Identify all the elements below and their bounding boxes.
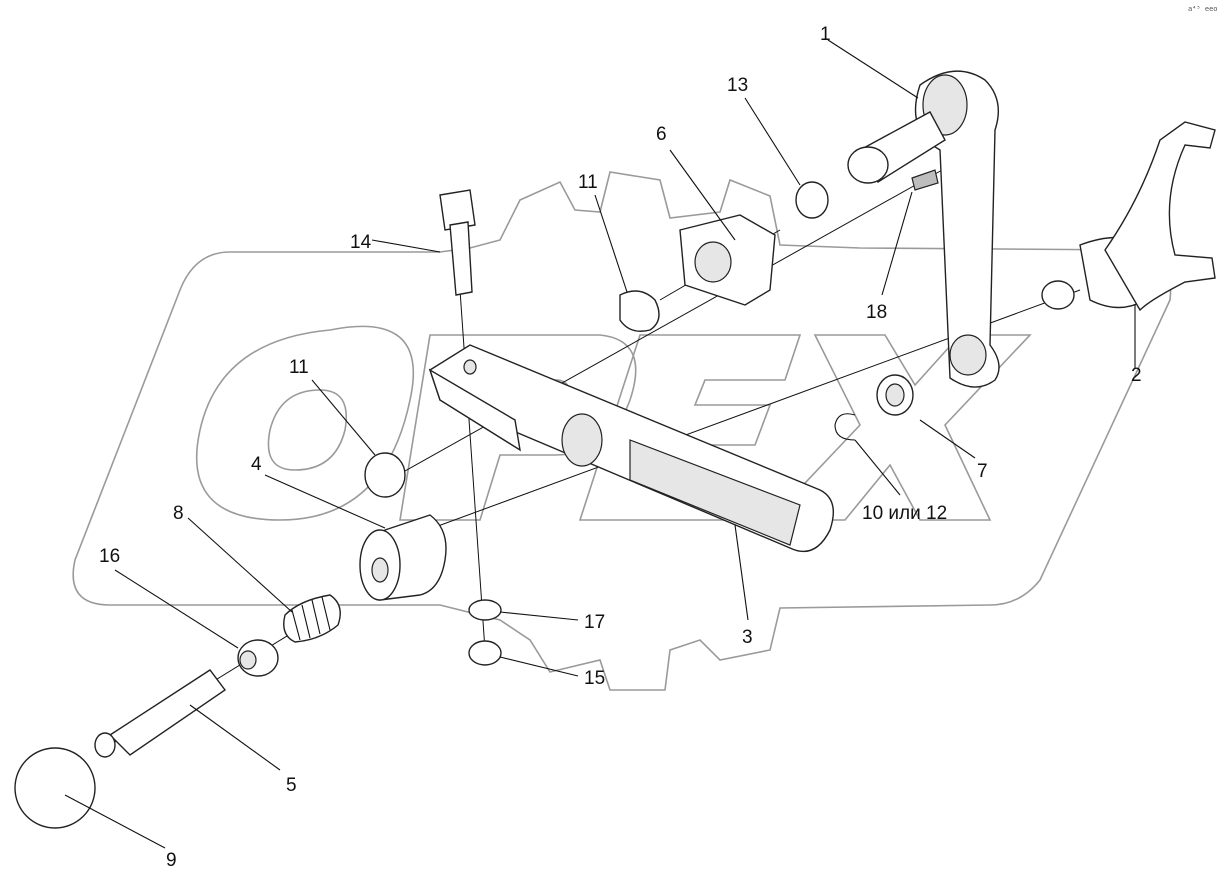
part-3-bar (428, 344, 834, 553)
callout-7: 7 (977, 461, 988, 482)
watermark-frame (72, 171, 1172, 691)
callout-2: 2 (1131, 365, 1142, 386)
part-11-ring-lower (364, 452, 406, 498)
part-1-lever (847, 70, 1000, 388)
callout-5: 5 (286, 775, 297, 796)
leader-lines (64, 39, 1136, 849)
callout-4: 4 (251, 454, 262, 475)
callout-labels: 1 2 3 4 5 6 7 8 9 10 или 12 11 11 13 14 … (99, 5, 1218, 871)
callout-14: 14 (350, 232, 372, 253)
callout-16: 16 (99, 546, 120, 567)
callout-15: 15 (584, 668, 605, 689)
part-15-nut (468, 640, 502, 666)
callout-6: 6 (656, 124, 667, 145)
part-16-nut-hole (239, 650, 257, 670)
callout-11-lower: 11 (289, 357, 309, 378)
callout-13: 13 (727, 75, 748, 96)
corner-mark: a⁴⁵ eeo (1188, 5, 1218, 13)
part-13-washer (795, 181, 829, 219)
callout-8: 8 (173, 503, 184, 524)
callout-18: 18 (866, 302, 887, 323)
part-10-circlip (834, 413, 856, 441)
callout-9: 9 (166, 850, 177, 871)
part-9-ball (14, 747, 96, 829)
part-5-rod (94, 669, 226, 758)
watermark-letter-o (195, 325, 415, 521)
callout-17: 17 (584, 612, 605, 633)
part-6-block (679, 214, 776, 306)
part-4-bushing (359, 514, 447, 601)
part-7-washer-hole (885, 383, 905, 407)
part-8-spring (283, 594, 341, 643)
callout-10: 10 или 12 (862, 503, 947, 524)
part-14-bolt (439, 189, 476, 296)
callout-11-upper: 11 (578, 172, 598, 193)
callout-1: 1 (820, 24, 831, 45)
part-11-ring-upper (619, 290, 660, 332)
callout-3: 3 (742, 627, 753, 648)
part-17-washer (468, 599, 502, 621)
part-2-fork (1041, 121, 1216, 312)
